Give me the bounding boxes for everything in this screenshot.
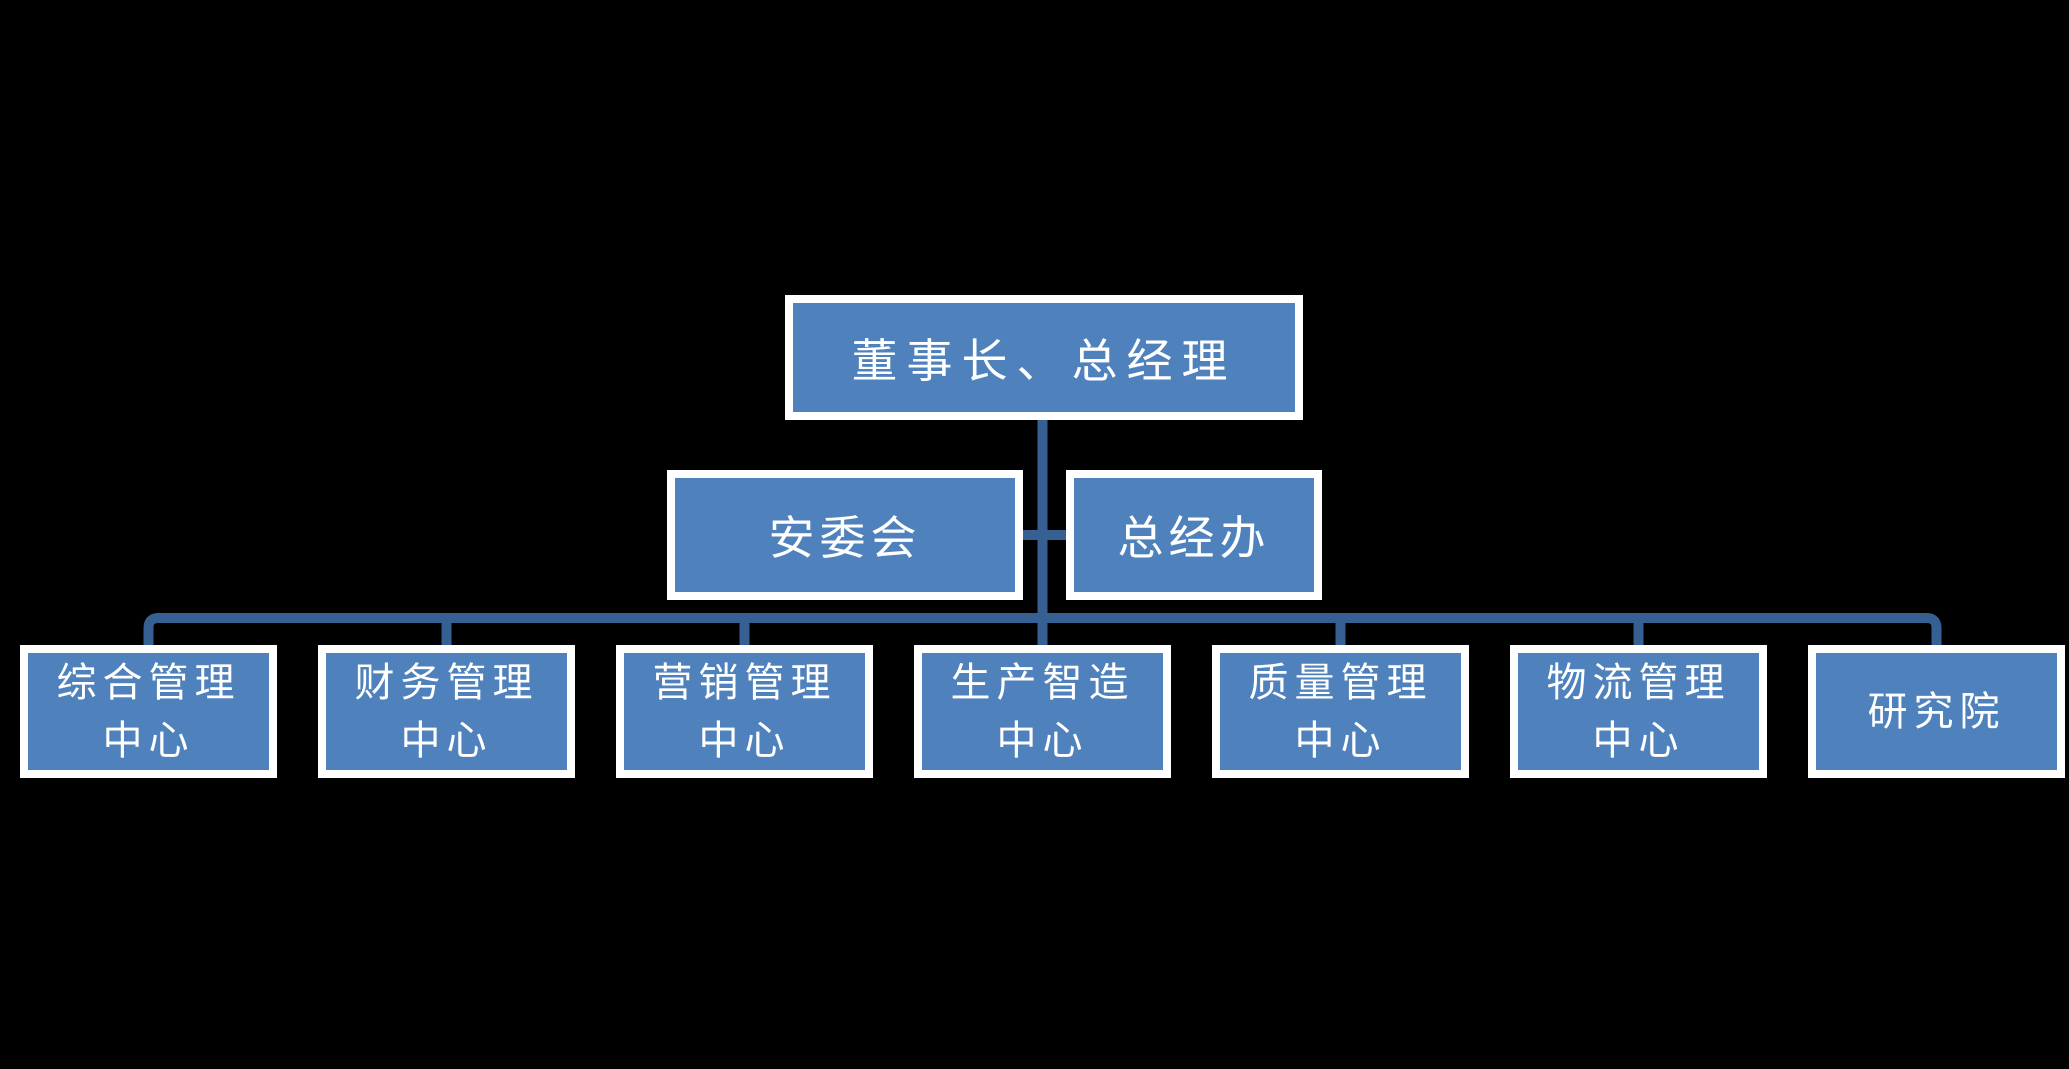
connector-bus (143, 613, 1942, 646)
node-research-institute: 研究院 (1808, 645, 2065, 778)
node-logistics-management-center: 物流管理 中心 (1510, 645, 1767, 778)
node-production-manufacturing-center: 生产智造 中心 (914, 645, 1171, 778)
node-finance-management-center: 财务管理 中心 (318, 645, 575, 778)
node-marketing-management-center: 营销管理 中心 (616, 645, 873, 778)
node-safety-committee: 安委会 (667, 470, 1023, 600)
node-comprehensive-management-center: 综合管理 中心 (20, 645, 277, 778)
node-general-manager-office: 总经办 (1066, 470, 1322, 600)
node-quality-management-center: 质量管理 中心 (1212, 645, 1469, 778)
node-chairman-general-manager: 董事长、总经理 (785, 295, 1303, 420)
